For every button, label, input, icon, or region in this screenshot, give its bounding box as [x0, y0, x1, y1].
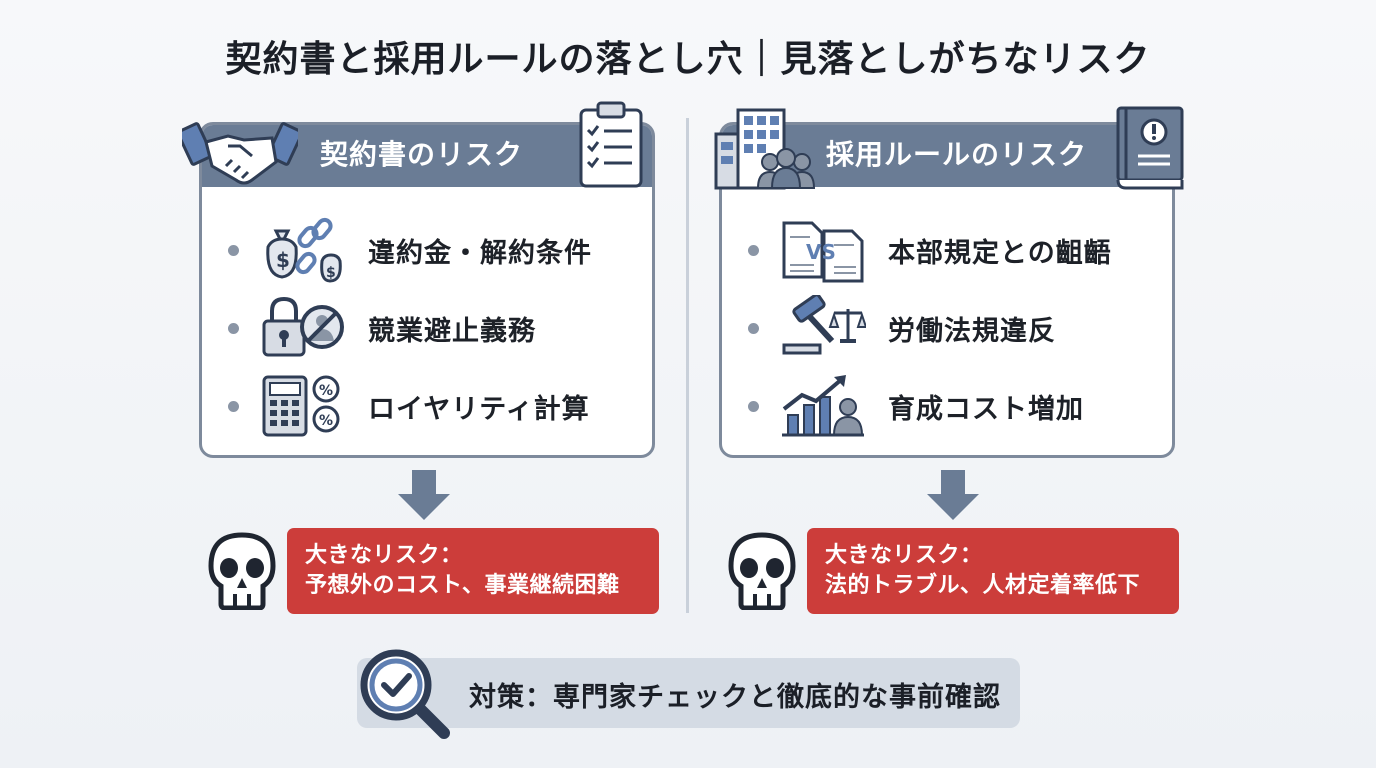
- bullet: [228, 323, 239, 334]
- handshake-icon: [182, 122, 298, 185]
- rulebook-alert-icon: [1116, 106, 1184, 190]
- gavel-scales-icon: [782, 295, 866, 355]
- svg-text:%: %: [319, 383, 333, 399]
- list-item-labor-law: 労働法規違反: [722, 293, 1172, 363]
- list-item-noncompete: 競業避止義務: [202, 293, 652, 363]
- risk-detail: 法的トラブル、人材定着率低下: [825, 573, 1141, 598]
- countermeasure-text: 対策：専門家チェックと徹底的な事前確認: [469, 682, 1001, 713]
- svg-text:%: %: [319, 413, 333, 429]
- item-label: 育成コスト増加: [888, 394, 1084, 425]
- list-item-rule-conflict: VS 本部規定との齟齬: [722, 215, 1172, 285]
- contract-risk-title: 契約書のリスク: [320, 138, 524, 171]
- bullet: [748, 323, 759, 334]
- center-divider: [686, 118, 689, 613]
- item-label: 違約金・解約条件: [368, 238, 592, 269]
- skull-icon: [728, 532, 796, 610]
- list-item-training-cost: 育成コスト増加: [722, 371, 1172, 441]
- money-bags-broken-chain-icon: $ $: [266, 217, 342, 283]
- list-item-penalty: $ $ 違約金・解約条件: [202, 215, 652, 285]
- bullet: [748, 245, 759, 256]
- documents-vs-icon: VS: [782, 221, 864, 283]
- svg-text:VS: VS: [806, 240, 836, 264]
- skull-icon: [208, 532, 276, 610]
- bullet: [228, 245, 239, 256]
- down-arrow-icon: [398, 470, 450, 520]
- office-building-people-icon: [714, 108, 816, 190]
- padlock-prohibited-icon: [262, 296, 344, 357]
- list-item-royalty: % % ロイヤリティ計算: [202, 371, 652, 441]
- hiring-rule-risk-title: 採用ルールのリスク: [826, 138, 1088, 171]
- growth-chart-person-icon: [782, 375, 864, 437]
- svg-text:$: $: [276, 248, 290, 272]
- bullet: [748, 401, 759, 412]
- down-arrow-icon: [927, 470, 979, 520]
- risk-heading: 大きなリスク：: [825, 543, 983, 568]
- svg-text:$: $: [326, 265, 336, 281]
- calculator-percent-icon: % %: [262, 375, 340, 437]
- hiring-major-risk-box: 大きなリスク： 法的トラブル、人材定着率低下: [807, 528, 1179, 614]
- contract-major-risk-box: 大きなリスク： 予想外のコスト、事業継続困難: [287, 528, 659, 614]
- item-label: ロイヤリティ計算: [368, 394, 590, 425]
- page-title: 契約書と採用ルールの落とし穴｜見落としがちなリスク: [225, 39, 1151, 80]
- bullet: [228, 401, 239, 412]
- checklist-clipboard-icon: [579, 101, 643, 188]
- item-label: 本部規定との齟齬: [888, 238, 1112, 269]
- magnifier-check-icon: [360, 649, 450, 739]
- item-label: 競業避止義務: [368, 316, 536, 347]
- countermeasure-banner: 対策：専門家チェックと徹底的な事前確認: [357, 658, 1020, 728]
- item-label: 労働法規違反: [888, 316, 1056, 347]
- risk-heading: 大きなリスク：: [305, 543, 463, 568]
- risk-detail: 予想外のコスト、事業継続困難: [305, 573, 620, 598]
